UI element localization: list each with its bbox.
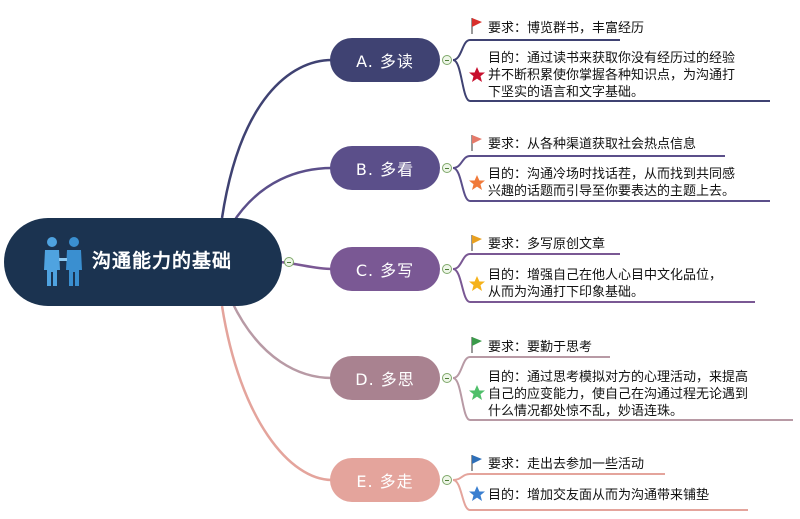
branch-d-requirement: 要求：要勤于思考 bbox=[488, 340, 593, 355]
star-icon bbox=[469, 175, 485, 190]
branch-a-purpose-line-1: 目的：通过读书来获取你没有经历过的经验 bbox=[488, 51, 736, 66]
flag-icon bbox=[471, 18, 482, 34]
connector-b-details bbox=[452, 155, 770, 202]
connector-e-details bbox=[452, 473, 748, 511]
connector-d-details bbox=[452, 356, 793, 421]
collapse-toggle-root[interactable] bbox=[284, 257, 294, 267]
connector-c-details bbox=[452, 253, 755, 303]
connector-root-a bbox=[220, 58, 333, 219]
branch-a-label: A. 多读 bbox=[356, 52, 414, 71]
branch-b-label: B. 多看 bbox=[355, 160, 415, 179]
connector-root-e bbox=[220, 305, 333, 482]
collapse-toggle-e[interactable] bbox=[442, 475, 452, 485]
business-handshake-icon bbox=[44, 237, 82, 286]
branch-c-purpose-line-2: 从而为沟通打下印象基础。 bbox=[488, 285, 645, 300]
flag-icon bbox=[471, 337, 482, 353]
collapse-toggle-b[interactable] bbox=[442, 163, 452, 173]
flag-icon bbox=[471, 135, 482, 151]
branch-c-label: C. 多写 bbox=[355, 261, 415, 280]
branch-b-node[interactable]: B. 多看 bbox=[330, 146, 440, 190]
branch-b-requirement: 要求：从各种渠道获取社会热点信息 bbox=[488, 137, 697, 152]
branch-d-node[interactable]: D. 多思 bbox=[330, 356, 440, 400]
branch-c-purpose-line-1: 目的：增强自己在他人心目中文化品位， bbox=[488, 268, 723, 283]
collapse-toggle-d[interactable] bbox=[442, 373, 452, 383]
branch-b-purpose-line-1: 目的：沟通冷场时找话茬，从而找到共同感 bbox=[488, 167, 736, 182]
branch-c-requirement: 要求：多写原创文章 bbox=[488, 237, 606, 252]
collapse-toggle-a[interactable] bbox=[442, 55, 452, 65]
branch-d-purpose-line-2: 自己的应变能力，使自己在沟通过程无论遇到 bbox=[488, 387, 749, 402]
connector-root-b bbox=[230, 166, 333, 225]
branch-c-node[interactable]: C. 多写 bbox=[330, 247, 440, 291]
root-title: 沟通能力的基础 bbox=[92, 250, 233, 272]
flag-icon bbox=[471, 455, 482, 471]
branch-a-requirement: 要求：博览群书，丰富经历 bbox=[488, 21, 645, 36]
star-icon bbox=[469, 486, 485, 501]
star-icon bbox=[469, 385, 485, 400]
star-icon bbox=[469, 276, 485, 291]
branch-a-purpose-line-3: 下坚实的语言和文字基础。 bbox=[488, 85, 645, 100]
branch-d-purpose-line-3: 什么情况都处惊不乱，妙语连珠。 bbox=[488, 404, 684, 419]
star-icon bbox=[469, 67, 485, 82]
connector-a-details bbox=[452, 39, 770, 102]
root-node[interactable]: 沟通能力的基础 bbox=[4, 218, 282, 306]
branch-d-label: D. 多思 bbox=[355, 370, 415, 389]
connector-root-d bbox=[230, 301, 333, 380]
branch-b-purpose-line-2: 兴趣的话题而引导至你要表达的主题上去。 bbox=[488, 184, 736, 199]
branch-e-label: E. 多走 bbox=[356, 472, 414, 491]
branch-e-node[interactable]: E. 多走 bbox=[330, 458, 440, 502]
collapse-toggle-c[interactable] bbox=[442, 264, 452, 274]
branch-e-purpose-line-1: 目的：增加交友面从而为沟通带来铺垫 bbox=[488, 488, 710, 503]
branch-a-node[interactable]: A. 多读 bbox=[330, 38, 440, 82]
branch-d-purpose-line-1: 目的：通过思考模拟对方的心理活动，来提高 bbox=[488, 370, 749, 385]
branch-a-purpose-line-2: 并不断积累使你掌握各种知识点，为沟通打 bbox=[488, 68, 736, 83]
branch-e-requirement: 要求：走出去参加一些活动 bbox=[488, 457, 645, 472]
flag-icon bbox=[471, 235, 482, 251]
